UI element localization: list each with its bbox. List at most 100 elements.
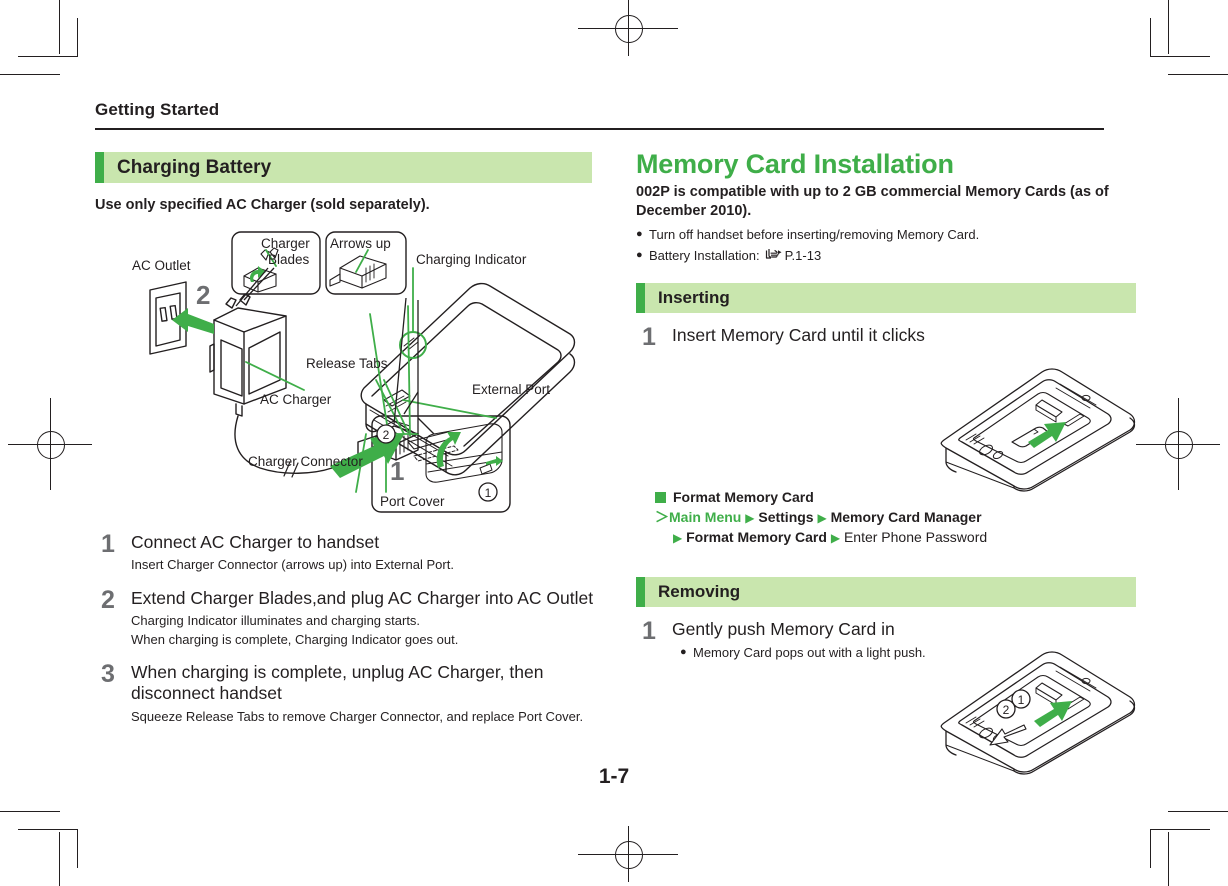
- crop-mark-inner-bottom-right-h: [1150, 829, 1210, 830]
- step-number: 2: [101, 585, 115, 614]
- bullet-text: Battery Installation:: [649, 247, 760, 263]
- crop-mark-inner-bottom-left-h: [18, 829, 78, 830]
- figure-label-charger-blades-line2: Blades: [268, 252, 310, 267]
- right-column: Memory Card Installation 002P is compati…: [636, 149, 1136, 351]
- crop-mark-inner-bottom-right-v: [1150, 830, 1151, 868]
- bullet-text: Memory Card pops out with a light push.: [693, 645, 926, 661]
- step-title: Connect AC Charger to handset: [131, 532, 380, 552]
- crop-mark-bottom-right-v: [1168, 832, 1169, 886]
- figure-circle-two: 2: [383, 428, 390, 442]
- step-number: 1: [642, 617, 656, 645]
- running-head: Getting Started: [95, 100, 220, 119]
- charging-step-1: 1 Connect AC Charger to handset Insert C…: [95, 530, 600, 575]
- path-separator-icon: ▶: [745, 511, 755, 525]
- figure-label-charger-blades-line1: Charger: [261, 236, 310, 251]
- step-title: Gently push Memory Card in: [672, 619, 895, 639]
- crop-mark-inner-top-right-v: [1150, 18, 1151, 56]
- crop-mark-bottom-left-h: [0, 811, 60, 812]
- step-number: 1: [101, 530, 115, 558]
- heading-accent-block: [636, 577, 645, 607]
- square-marker-icon: [655, 491, 666, 503]
- figure-circle-one: 1: [1018, 693, 1025, 707]
- section-heading-charging-battery: Charging Battery: [95, 152, 592, 183]
- bullet-dot-icon: ●: [636, 248, 643, 261]
- section-heading-label: Inserting: [658, 287, 730, 307]
- page-title: Memory Card Installation: [636, 149, 954, 179]
- crop-mark-top-right-h: [1168, 74, 1228, 75]
- menu-path-line-1: ＞Main Menu ▶ Settings ▶ Memory Card Mana…: [655, 508, 1125, 528]
- heading-accent-block: [95, 152, 104, 183]
- figure-label-charger-connector: Charger Connector: [248, 454, 363, 469]
- charging-intro-text: Use only specified AC Charger (sold sepa…: [95, 197, 430, 213]
- registration-mark-right: [1136, 398, 1220, 490]
- crop-mark-bottom-right-h: [1168, 811, 1228, 812]
- figure-label-charging-indicator: Charging Indicator: [416, 252, 527, 267]
- figure-label-ac-outlet: AC Outlet: [132, 258, 191, 273]
- menu-path-line-2: ▶ Format Memory Card ▶ Enter Phone Passw…: [655, 528, 1125, 548]
- figure-callout-one: 1: [390, 456, 404, 486]
- format-memory-card-heading: Format Memory Card: [655, 489, 1125, 505]
- removing-bullet: ● Memory Card pops out with a light push…: [680, 644, 1136, 663]
- step-number: 3: [101, 660, 115, 689]
- inserting-memory-card-figure: [930, 362, 1142, 492]
- figure-circle-two: 2: [1003, 703, 1010, 717]
- section-heading-label: Charging Battery: [117, 156, 272, 178]
- charging-step-2: 2 Extend Charger Blades,and plug AC Char…: [95, 585, 600, 649]
- registration-mark-top: [578, 0, 678, 56]
- crop-mark-inner-top-left-v: [77, 18, 78, 56]
- step-note: Squeeze Release Tabs to remove Charger C…: [131, 708, 584, 724]
- figure-label-port-cover: Port Cover: [380, 494, 445, 509]
- step-note: Charging Indicator illuminates and charg…: [131, 613, 421, 629]
- bullet-dot-icon: ●: [680, 646, 687, 659]
- inserting-step-1: 1 Insert Memory Card until it clicks: [636, 323, 1136, 351]
- section-heading-removing: Removing: [636, 577, 1136, 607]
- menu-item-main-menu[interactable]: Main Menu: [669, 509, 742, 525]
- figure-label-arrows-up: Arrows up: [330, 236, 391, 251]
- header-rule: [95, 128, 1104, 130]
- menu-item-settings[interactable]: Settings: [758, 509, 814, 525]
- pointing-hand-icon: [765, 247, 782, 267]
- path-separator-icon: ▶: [817, 511, 827, 525]
- crop-mark-inner-top-right-h: [1150, 56, 1210, 57]
- section-heading-inserting: Inserting: [636, 282, 1136, 313]
- charging-steps-list: 1 Connect AC Charger to handset Insert C…: [95, 530, 600, 739]
- menu-item-format-memory-card[interactable]: Format Memory Card: [686, 528, 827, 545]
- registration-mark-left: [8, 398, 92, 490]
- bullet-text: Turn off handset before inserting/removi…: [649, 226, 980, 242]
- menu-item-memory-card-manager[interactable]: Memory Card Manager: [830, 509, 982, 525]
- figure-callout-two: 2: [196, 280, 210, 310]
- crop-mark-bottom-left-v: [59, 832, 60, 886]
- crop-mark-top-right-v: [1168, 0, 1169, 54]
- crop-mark-top-left-h: [0, 74, 60, 75]
- crop-mark-top-left-v: [59, 0, 60, 54]
- bullet-dot-icon: ●: [636, 227, 643, 240]
- path-separator-icon: ▶: [673, 530, 683, 545]
- figure-circle-one: 1: [485, 486, 492, 500]
- reference-page-number: P.1-13: [784, 247, 822, 263]
- crop-mark-inner-bottom-left-v: [77, 830, 78, 868]
- left-column: Charging Battery Use only specified AC C…: [95, 152, 592, 227]
- step-title: Extend Charger Blades,and plug AC Charge…: [131, 587, 594, 608]
- step-number: 1: [642, 322, 656, 351]
- charging-battery-figure: AC Outlet Charger Blades Arrows up Charg…: [118, 228, 588, 520]
- step-title: When charging is complete, unplug AC Cha…: [131, 662, 544, 704]
- format-heading-label: Format Memory Card: [673, 489, 814, 505]
- memory-card-lead-text: 002P is compatible with up to 2 GB comme…: [636, 183, 1109, 219]
- bullet-battery-installation: ● Battery Installation: P.1-13: [636, 247, 1136, 267]
- menu-item-enter-phone-password: Enter Phone Password: [843, 528, 988, 545]
- step-title: Insert Memory Card until it clicks: [672, 324, 925, 345]
- step-note: Insert Charger Connector (arrows up) int…: [131, 557, 454, 573]
- figure-label-external-port: External Port: [472, 382, 550, 397]
- removing-memory-card-figure: 1 2: [930, 645, 1142, 775]
- registration-mark-bottom: [578, 826, 678, 882]
- removing-step-1: 1 Gently push Memory Card in ● Memory Ca…: [636, 617, 1136, 663]
- heading-accent-block: [636, 282, 645, 313]
- bullet-turn-off-handset: ● Turn off handset before inserting/remo…: [636, 226, 1136, 245]
- path-arrow-prefix-icon: ＞: [655, 509, 669, 525]
- page-number: 1-7: [598, 765, 630, 788]
- removing-section: Removing 1 Gently push Memory Card in ● …: [636, 577, 1136, 665]
- section-heading-label: Removing: [658, 582, 741, 601]
- figure-label-release-tabs: Release Tabs: [306, 356, 388, 371]
- crop-mark-inner-top-left-h: [18, 56, 78, 57]
